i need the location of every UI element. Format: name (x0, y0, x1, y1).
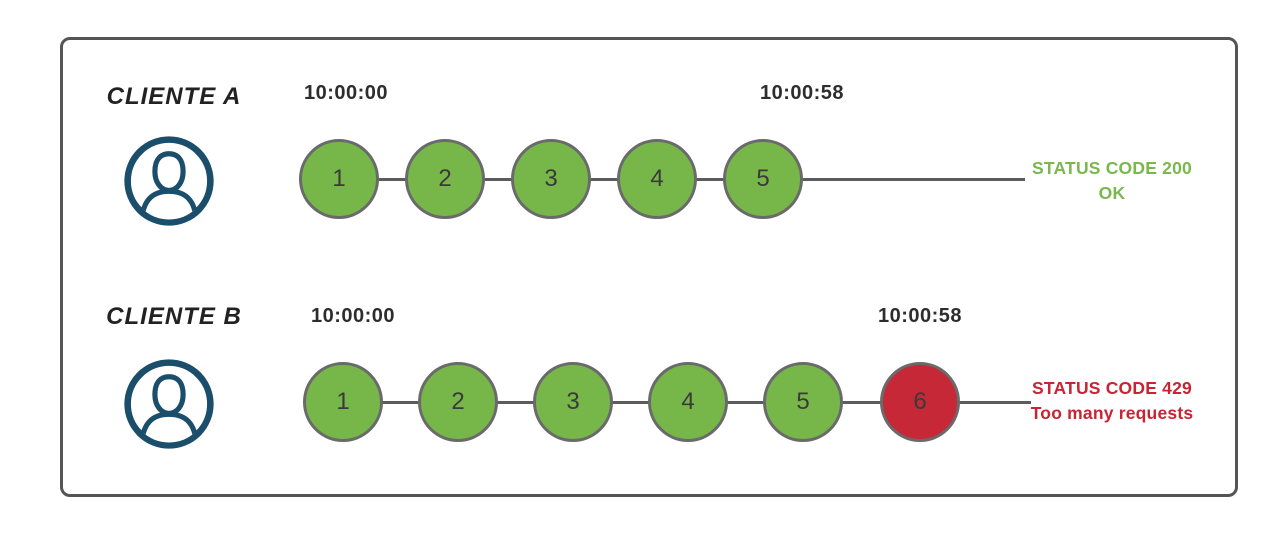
row-b-start-time: 10:00:00 (310, 305, 396, 327)
request-circle: 3 (533, 362, 613, 442)
request-circle: 4 (648, 362, 728, 442)
request-circle: 5 (723, 139, 803, 219)
client-b-label: CLIENTE B (106, 303, 242, 330)
user-avatar-icon (124, 359, 214, 449)
request-circle: 6 (880, 362, 960, 442)
status-message-line: Too many requests (1030, 403, 1194, 423)
user-avatar-icon (124, 136, 214, 226)
request-circle: 5 (763, 362, 843, 442)
row-a-start-time: 10:00:00 (303, 82, 389, 104)
row-b-end-time: 10:00:58 (877, 305, 963, 327)
request-circle: 4 (617, 139, 697, 219)
request-circle: 2 (418, 362, 498, 442)
row-a-status-text: STATUS CODE 200 OK (1027, 156, 1197, 206)
status-code-line: STATUS CODE 200 (1032, 158, 1192, 178)
request-circle: 3 (511, 139, 591, 219)
request-circle: 1 (303, 362, 383, 442)
client-a-label: CLIENTE A (106, 83, 242, 110)
status-code-line: STATUS CODE 429 (1032, 378, 1192, 398)
row-a-end-time: 10:00:58 (759, 82, 845, 104)
status-message-line: OK (1098, 183, 1126, 203)
request-circle: 2 (405, 139, 485, 219)
request-circle: 1 (299, 139, 379, 219)
row-b-status-text: STATUS CODE 429 Too many requests (1027, 376, 1197, 426)
diagram-panel: CLIENTE A 10:00:00 10:00:58 1 2 3 4 5 ST… (60, 37, 1238, 497)
